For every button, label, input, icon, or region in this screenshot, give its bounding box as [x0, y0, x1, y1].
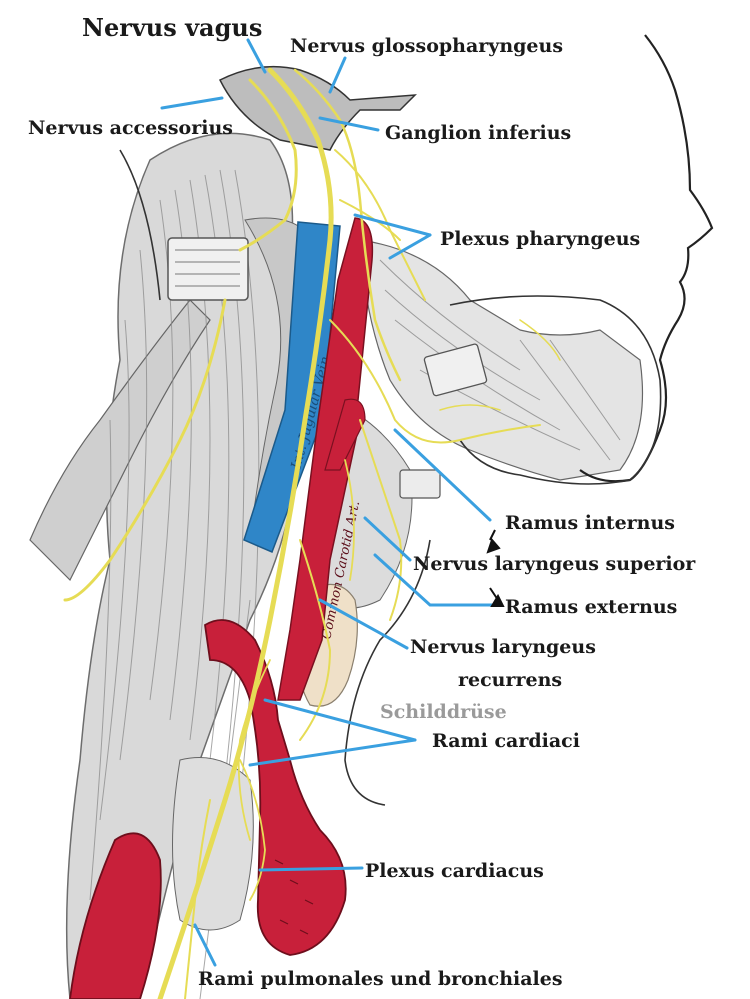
mandible-outline [449, 295, 662, 485]
label-rami-pulmonales-und-bronchiales: Rami pulmonales und bronchiales [198, 968, 563, 990]
label-schilddruese: Schilddrüse [380, 701, 507, 723]
skull-base [218, 65, 417, 151]
label-ramus-externus: Ramus externus [505, 596, 678, 618]
neck-muscles [29, 132, 644, 999]
label-nervus-glossopharyngeus: Nervus glossopharyngeus [290, 35, 564, 57]
descending-aorta [69, 832, 162, 999]
label-nervus-laryngeus-superior: Nervus laryngeus superior [413, 553, 696, 575]
label-ramus-internus: Ramus internus [505, 512, 675, 534]
label-nervus-laryngeus-recurrens-2: recurrens [458, 669, 563, 691]
black-arrows [486, 529, 505, 607]
neck-front-outline [344, 539, 431, 806]
label-rami-cardiaci: Rami cardiaci [432, 730, 580, 752]
vagus-nerve-branches [63, 67, 561, 999]
label-nervus-accessorius: Nervus accessorius [28, 117, 233, 139]
label-ganglion-inferius: Ganglion inferius [385, 122, 572, 144]
label-leader-lines [160, 38, 499, 967]
back-of-head-outline [119, 149, 161, 301]
aortic-arch [204, 619, 347, 956]
label-plexus-pharyngeus: Plexus pharyngeus [440, 228, 641, 250]
label-nervus-laryngeus-recurrens-1: Nervus laryngeus [410, 636, 596, 658]
label-nervus-vagus: Nervus vagus [82, 13, 263, 42]
label-plexus-cardiacus: Plexus cardiacus [365, 860, 544, 882]
muscle-stumps [167, 237, 488, 499]
